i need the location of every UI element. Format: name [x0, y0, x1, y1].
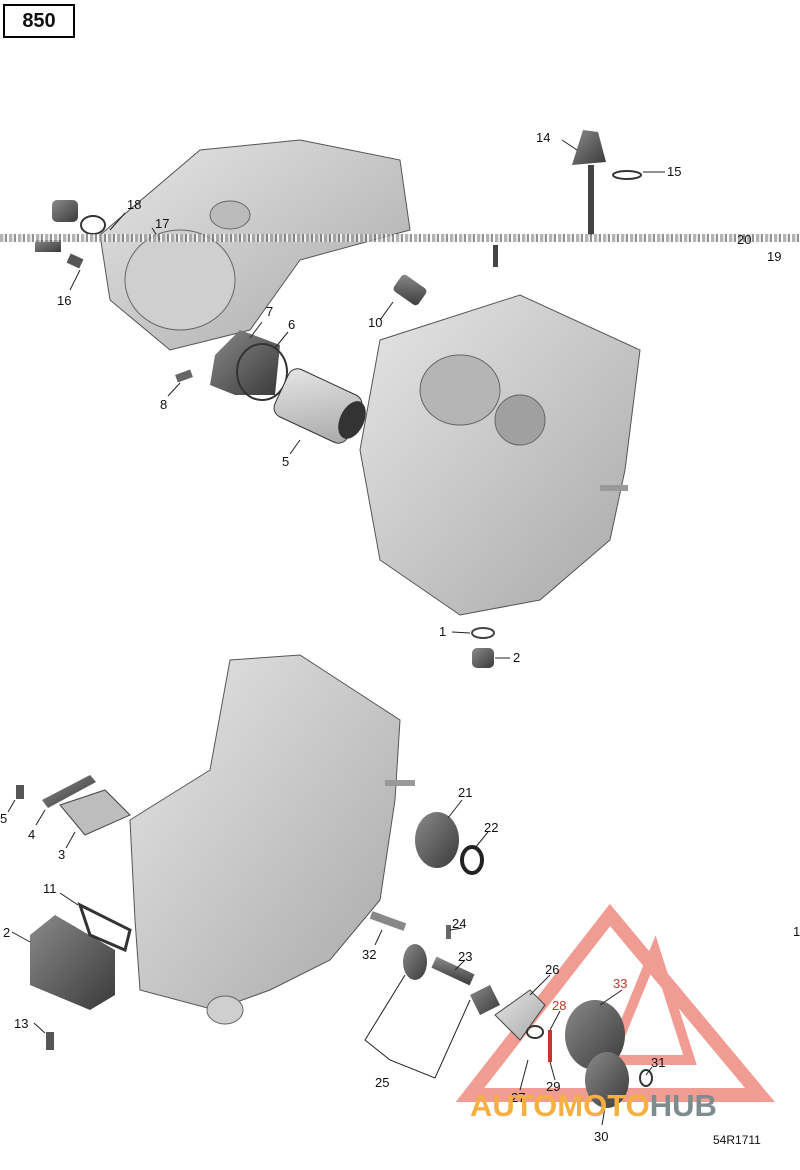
scan-artifact	[0, 234, 800, 242]
callout-18: 18	[127, 197, 142, 212]
callout-28: 28	[552, 998, 567, 1013]
oil-plug-18	[35, 200, 106, 269]
oil-pump	[369, 911, 653, 1108]
callout-11: 11	[43, 881, 57, 896]
callout-17: 17	[155, 216, 170, 231]
callout-20: 20	[737, 232, 752, 247]
callout-1: 1	[439, 624, 447, 639]
callout-16: 16	[57, 293, 72, 308]
callout-6: 5	[282, 454, 290, 469]
callout-23: 23	[458, 949, 473, 964]
brand-part-1: AUTOMOTO	[470, 1088, 650, 1123]
callout-2-bottom: 2	[3, 925, 11, 940]
callout-3: 3	[58, 847, 66, 862]
strainer-3	[16, 775, 131, 836]
clutch-cover	[99, 139, 411, 351]
sensor-10	[393, 274, 427, 306]
callout-8: 7	[266, 304, 274, 319]
gear-21	[415, 812, 484, 875]
callout-32: 32	[362, 947, 377, 962]
callout-25: 25	[375, 1075, 390, 1090]
callout-10: 10	[368, 315, 383, 330]
callout-bracket-25	[364, 974, 471, 1079]
oil-cooler-2	[30, 902, 132, 1050]
oil-filter-6	[273, 368, 366, 444]
callout-4: 4	[28, 827, 36, 842]
brand-part-2: HUB	[649, 1088, 717, 1123]
callout-14: 14	[536, 130, 551, 145]
callout-15: 15	[667, 164, 682, 179]
o-ring-1	[471, 627, 495, 639]
callout-22: 22	[484, 820, 499, 835]
callout-2-top: 2	[513, 650, 521, 665]
model-label: 850	[3, 4, 75, 38]
callout-21: 21	[458, 785, 473, 800]
callout-7: 6	[288, 317, 296, 332]
lower-crankcase	[129, 654, 415, 1025]
callout-13: 13	[14, 1016, 29, 1031]
upper-crankcase	[359, 294, 641, 616]
callout-30: 30	[594, 1129, 609, 1144]
callout-5: 5	[0, 811, 8, 826]
dipstick-14	[493, 130, 642, 267]
callout-29: 29	[546, 1079, 561, 1094]
callout-31: 31	[651, 1055, 666, 1070]
diagram-reference-code: 54R1711	[713, 1133, 761, 1147]
filter-cover-8	[175, 330, 288, 401]
callout-1-right: 1	[793, 924, 800, 939]
callout-9: 8	[160, 397, 168, 412]
callout-26: 26	[545, 962, 560, 977]
callout-27: 27	[511, 1090, 526, 1105]
callout-19: 19	[767, 249, 782, 264]
callout-24: 24	[452, 916, 467, 931]
callout-33: 33	[613, 976, 628, 991]
plug-2	[472, 648, 494, 668]
watermark-brand-text: AUTOMOTOHUB	[470, 1088, 717, 1124]
